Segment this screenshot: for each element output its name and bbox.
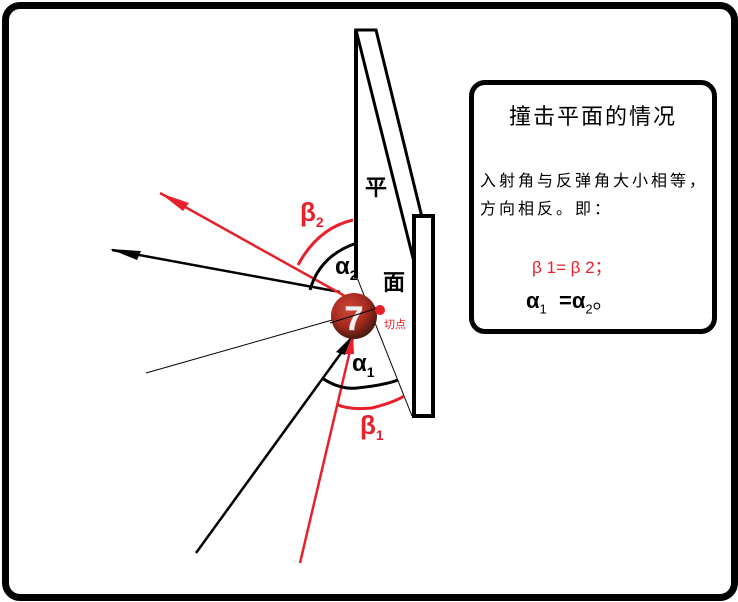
incident-path-black bbox=[194, 336, 354, 554]
plane-wall bbox=[354, 28, 435, 418]
incident-path-red bbox=[298, 334, 355, 564]
ball-number: 7 bbox=[345, 300, 364, 338]
alpha-equation: α1 =α2。 bbox=[526, 288, 615, 317]
alpha1-label: α1 bbox=[352, 350, 375, 380]
beta2-arc bbox=[296, 218, 354, 266]
alpha1-arc bbox=[321, 376, 399, 390]
plane-label-top: 平 bbox=[365, 176, 388, 201]
alpha2-arc bbox=[308, 241, 358, 291]
alpha2-label: α2 bbox=[335, 253, 358, 283]
beta1-arc bbox=[337, 394, 405, 411]
beta2-label: β2 bbox=[300, 197, 324, 231]
info-box: 撞击平面的情况 入射角与反弹角大小相等，方向相反。即： β 1= β 2； α1… bbox=[469, 80, 717, 334]
beta-equation: β 1= β 2； bbox=[532, 258, 612, 277]
beta1-label: β1 bbox=[360, 410, 384, 444]
reflection-path-red bbox=[159, 191, 353, 302]
info-title: 撞击平面的情况 bbox=[508, 105, 677, 130]
contact-point-dot bbox=[375, 305, 385, 315]
plane-label-bottom: 面 bbox=[383, 271, 406, 296]
contact-point-label: 切点 bbox=[384, 318, 406, 331]
info-description: 入射角与反弹角大小相等，方向相反。即： bbox=[480, 171, 709, 218]
reflection-path-black bbox=[110, 248, 341, 294]
